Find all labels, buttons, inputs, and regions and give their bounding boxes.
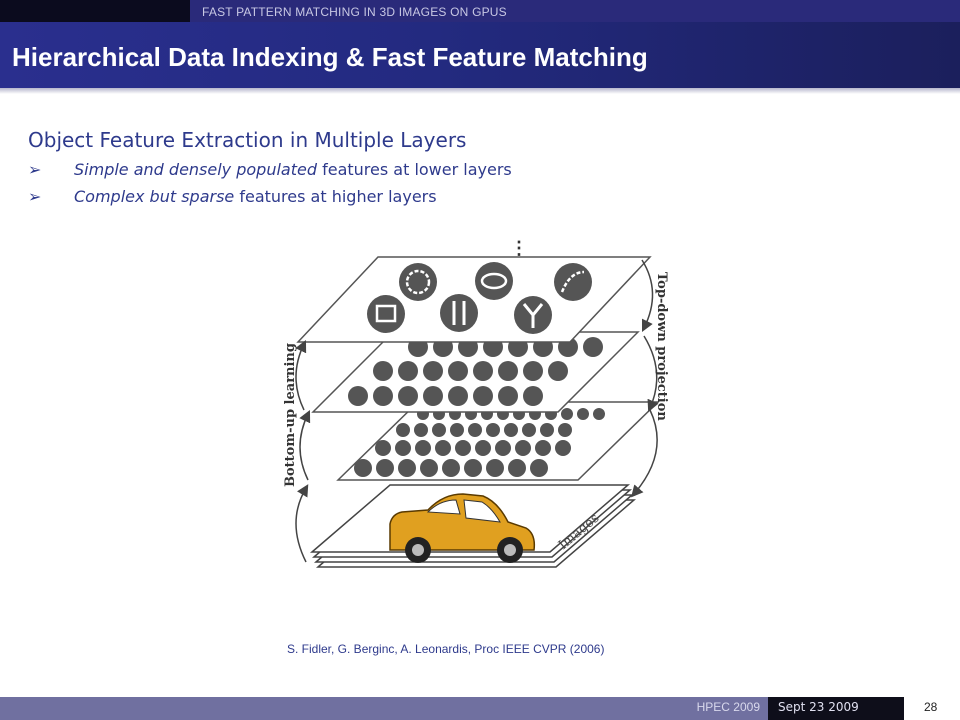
- running-title: FAST PATTERN MATCHING IN 3D IMAGES ON GP…: [202, 5, 507, 19]
- footer-date-box: [768, 697, 904, 720]
- bullet-1-italic: Simple and densely populated: [74, 160, 317, 179]
- ellipsis-icon: ⋮: [510, 238, 528, 259]
- slide-title: Hierarchical Data Indexing & Fast Featur…: [12, 42, 648, 72]
- feature-arc-icon: [554, 263, 592, 301]
- arrow-bullet-icon: ➢: [28, 187, 42, 206]
- feature-rect-icon: [367, 295, 405, 333]
- bullet-2-text: features at higher layers: [234, 187, 437, 206]
- top-down-label: Top-down projection: [654, 272, 669, 421]
- feature-parallel-icon: [440, 294, 478, 332]
- bullet-item-1: ➢ Simple and densely populated features a…: [28, 160, 512, 179]
- title-shadow: [0, 88, 960, 94]
- bottom-up-label: Bottom-up learning: [283, 343, 298, 487]
- feature-layer-3: [296, 256, 652, 343]
- section-heading: Object Feature Extraction in Multiple La…: [28, 128, 467, 152]
- footer-conference: HPEC 2009: [696, 700, 760, 714]
- bullet-1-text: features at lower layers: [317, 160, 512, 179]
- bullet-2-italic: Complex but sparse: [74, 187, 235, 206]
- arrow-bullet-icon: ➢: [28, 160, 42, 179]
- page-number: 28: [924, 700, 938, 714]
- projection-arrows: [295, 259, 659, 563]
- footer-left: [0, 697, 768, 720]
- footer-page-box: [904, 697, 960, 720]
- feature-layer-1: [336, 401, 660, 481]
- car-image: [389, 493, 536, 563]
- title-bar: [0, 22, 960, 88]
- feature-layer-2: [311, 331, 640, 413]
- feature-ellipse-icon: [475, 262, 513, 300]
- hierarchy-figure: ⋮ Images: [283, 238, 669, 568]
- footer-date: Sept 23 2009: [778, 700, 859, 714]
- topbar-right: [190, 0, 960, 22]
- topbar-left: [0, 0, 190, 22]
- feature-circle-icon: [399, 263, 437, 301]
- bullet-item-2: ➢ Complex but sparse features at higher l…: [28, 187, 437, 206]
- citation: S. Fidler, G. Berginc, A. Leonardis, Pro…: [287, 642, 605, 656]
